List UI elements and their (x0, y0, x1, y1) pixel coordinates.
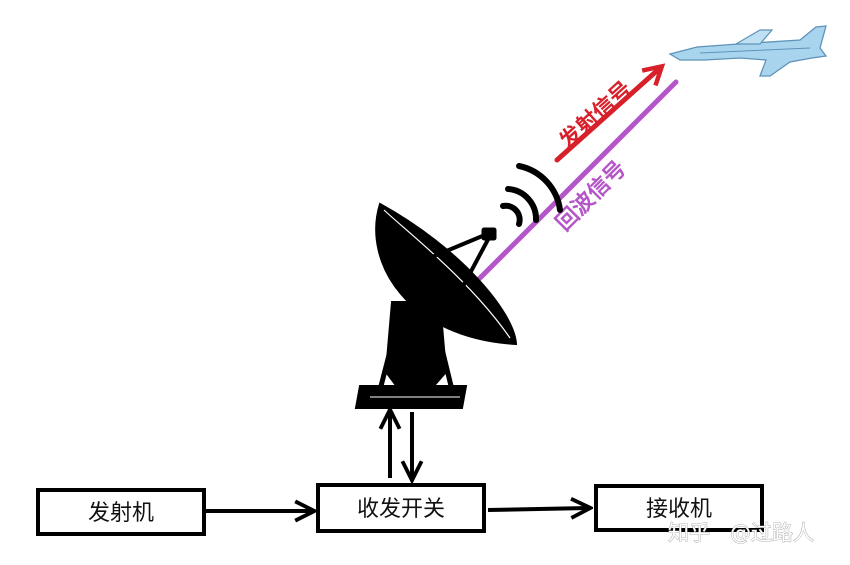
transmit-signal-label: 发射信号 (554, 76, 638, 155)
aircraft-icon (668, 25, 828, 77)
echo-signal-line (457, 79, 679, 301)
watermark: 知乎 @过路人 (668, 521, 815, 546)
transmitter-label: 发射机 (88, 501, 154, 526)
tr-switch-block: 收发开关 (316, 483, 486, 533)
switch-to-receiver-arrow (487, 508, 588, 510)
watermark-author: @过路人 (730, 521, 814, 545)
transmit-signal-arrow (554, 63, 666, 163)
radio-waves-icon (500, 163, 563, 227)
tr-switch-label: 收发开关 (357, 497, 445, 522)
transmitter-block: 发射机 (36, 488, 206, 536)
radar-antenna-icon (354, 202, 518, 409)
watermark-site: 知乎 (668, 521, 710, 545)
antenna-switch-arrows (390, 412, 412, 478)
receiver-block: 接收机 (594, 484, 764, 532)
receiver-label: 接收机 (646, 497, 712, 522)
